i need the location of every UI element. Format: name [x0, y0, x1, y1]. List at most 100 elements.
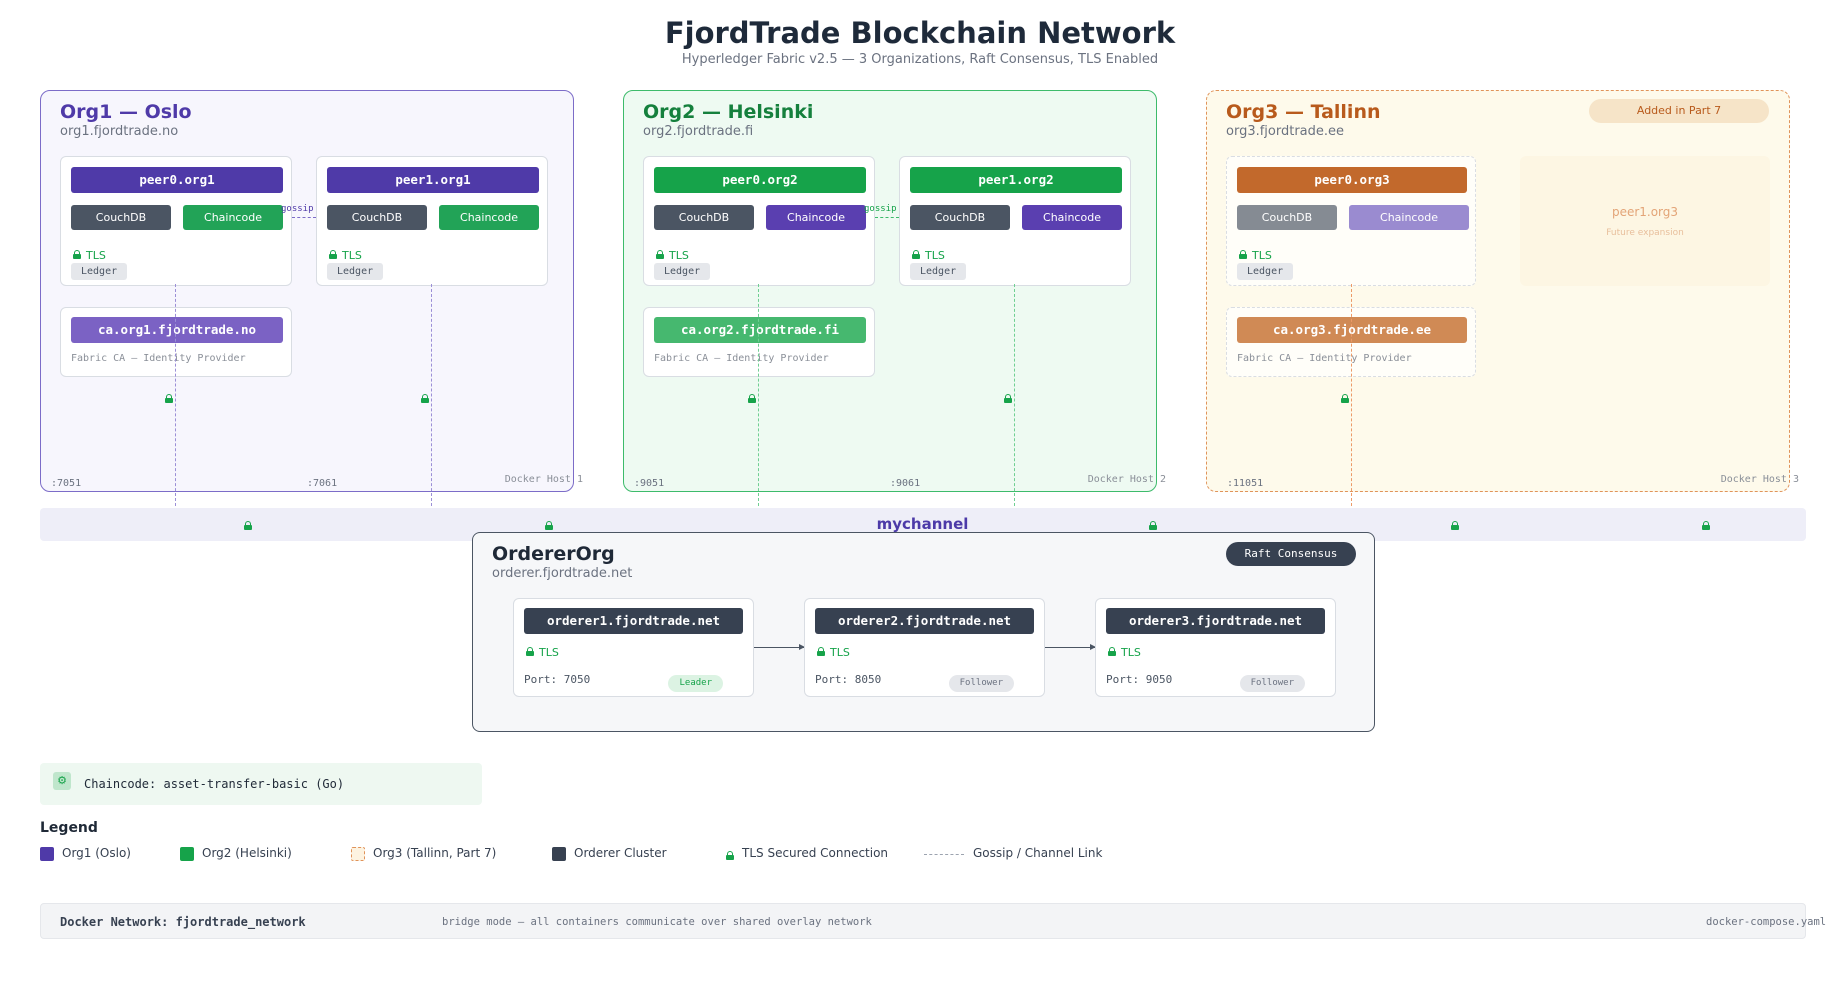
- channel-name: mychannel: [876, 515, 969, 533]
- port-label: :9061: [890, 478, 921, 489]
- legend-dashed-line: [924, 854, 964, 855]
- lock-icon: [1702, 521, 1710, 530]
- port-label: :7051: [51, 478, 82, 489]
- couchdb-chip: CouchDB: [327, 205, 427, 230]
- future-peer-name: peer1.org3: [1611, 205, 1679, 219]
- docker-network-bar: Docker Network: fjordtrade_network bridg…: [40, 903, 1806, 939]
- org2-name: Org2 — Helsinki: [643, 101, 814, 123]
- tls-indicator: TLS: [656, 249, 689, 262]
- couchdb-chip: CouchDB: [1237, 205, 1337, 230]
- peer0-org1-card[interactable]: peer0.org1 CouchDB Chaincode TLS Ledger: [60, 156, 292, 286]
- peer1-org1-card[interactable]: peer1.org1 CouchDB Chaincode TLS Ledger: [316, 156, 548, 286]
- gossip-link: [875, 217, 899, 218]
- orderer-org-name: OrdererOrg: [492, 543, 615, 565]
- ledger-badge: Ledger: [327, 263, 384, 280]
- raft-link-arrow: [1045, 647, 1095, 648]
- tls-indicator: TLS: [817, 646, 850, 659]
- lock-icon: [1004, 394, 1012, 403]
- org3-name: Org3 — Tallinn: [1226, 101, 1381, 123]
- lock-icon: [1239, 250, 1247, 259]
- tls-indicator: TLS: [526, 646, 559, 659]
- orderer-name: orderer3.fjordtrade.net: [1106, 608, 1325, 634]
- peer-name: peer0.org2: [654, 167, 866, 193]
- gossip-label: gossip: [864, 204, 897, 214]
- lock-icon: [912, 250, 920, 259]
- chaincode-chip: Chaincode: [439, 205, 539, 230]
- legend-title: Legend: [40, 820, 98, 836]
- ca-org1-card[interactable]: ca.org1.fjordtrade.no Fabric CA — Identi…: [60, 307, 292, 377]
- org2-box: Org2 — Helsinki org2.fjordtrade.fi peer0…: [623, 90, 1166, 492]
- orderer2-card[interactable]: orderer2.fjordtrade.net TLS Port: 8050 F…: [804, 598, 1045, 697]
- lock-icon: [726, 851, 734, 860]
- couchdb-chip: CouchDB: [71, 205, 171, 230]
- future-peer-placeholder: peer1.org3 Future expansion: [1520, 156, 1770, 286]
- channel-link: [175, 284, 176, 506]
- tls-indicator: TLS: [1108, 646, 1141, 659]
- lock-icon: [329, 250, 337, 259]
- gear-icon: ⚙: [53, 772, 71, 790]
- orderer-port: Port: 8050: [815, 673, 882, 686]
- org1-name: Org1 — Oslo: [60, 101, 192, 123]
- legend-swatch-org2: [180, 847, 194, 861]
- peer-name: peer1.org2: [910, 167, 1122, 193]
- peer0-org3-card[interactable]: peer0.org3 CouchDB Chaincode TLS Ledger: [1226, 156, 1476, 286]
- channel-link: [1014, 284, 1015, 506]
- tls-indicator: TLS: [329, 249, 362, 262]
- channel-link: [758, 284, 759, 506]
- gossip-label: gossip: [281, 204, 314, 214]
- role-badge: Follower: [1239, 675, 1305, 692]
- org1-box: Org1 — Oslo org1.fjordtrade.no peer0.org…: [40, 90, 583, 492]
- chaincode-chip: Chaincode: [1349, 205, 1469, 230]
- orderer-name: orderer2.fjordtrade.net: [815, 608, 1034, 634]
- lock-icon: [1108, 647, 1116, 656]
- orderer-org-domain: orderer.fjordtrade.net: [492, 566, 633, 581]
- peer0-org2-card[interactable]: peer0.org2 CouchDB Chaincode TLS Ledger: [643, 156, 875, 286]
- compose-file-label: docker-compose.yaml: [1706, 916, 1827, 928]
- lock-icon: [748, 394, 756, 403]
- lock-icon: [545, 521, 553, 530]
- network-name: Docker Network: fjordtrade_network: [60, 915, 306, 929]
- channel-link: [1351, 284, 1352, 506]
- org3-box: Org3 — Tallinn org3.fjordtrade.ee Added …: [1206, 90, 1799, 492]
- legend-swatch-org1: [40, 847, 54, 861]
- docker-host-label: Docker Host 3: [1720, 474, 1799, 485]
- ledger-badge: Ledger: [654, 263, 711, 280]
- port-label: :11051: [1227, 478, 1264, 489]
- peer-name: peer0.org3: [1237, 167, 1467, 193]
- tls-indicator: TLS: [73, 249, 106, 262]
- port-label: :9051: [634, 478, 665, 489]
- orderer-port: Port: 7050: [524, 673, 591, 686]
- ledger-badge: Ledger: [71, 263, 128, 280]
- role-badge: Leader: [668, 675, 723, 692]
- peer-name: peer0.org1: [71, 167, 283, 193]
- ca-name: ca.org3.fjordtrade.ee: [1237, 317, 1467, 343]
- future-peer-note: Future expansion: [1606, 228, 1684, 238]
- lock-icon: [1341, 394, 1349, 403]
- ca-org2-card[interactable]: ca.org2.fjordtrade.fi Fabric CA — Identi…: [643, 307, 875, 377]
- tls-indicator: TLS: [912, 249, 945, 262]
- lock-icon: [1149, 521, 1157, 530]
- lock-icon: [421, 394, 429, 403]
- port-label: :7061: [307, 478, 338, 489]
- lock-icon: [526, 647, 534, 656]
- peer-name: peer1.org1: [327, 167, 539, 193]
- legend-label: TLS Secured Connection: [742, 846, 889, 860]
- page-title: FjordTrade Blockchain Network: [664, 16, 1176, 50]
- lock-icon: [656, 250, 664, 259]
- chaincode-info-box: ⚙ Chaincode: asset-transfer-basic (Go): [40, 763, 482, 805]
- raft-link-arrow: [754, 647, 804, 648]
- docker-host-label: Docker Host 1: [504, 474, 583, 485]
- ledger-badge: Ledger: [910, 263, 967, 280]
- orderer3-card[interactable]: orderer3.fjordtrade.net TLS Port: 9050 F…: [1095, 598, 1336, 697]
- peer1-org2-card[interactable]: peer1.org2 CouchDB Chaincode TLS Ledger: [899, 156, 1131, 286]
- role-badge: Follower: [948, 675, 1014, 692]
- couchdb-chip: CouchDB: [910, 205, 1010, 230]
- legend-label: Orderer Cluster: [574, 846, 667, 860]
- page-subtitle: Hyperledger Fabric v2.5 — 3 Organization…: [681, 52, 1159, 67]
- tls-indicator: TLS: [1239, 249, 1272, 262]
- network-mode: bridge mode — all containers communicate…: [442, 916, 872, 928]
- chaincode-label: Chaincode: asset-transfer-basic (Go): [84, 777, 345, 791]
- ca-description: Fabric CA — Identity Provider: [1237, 353, 1412, 364]
- orderer1-card[interactable]: orderer1.fjordtrade.net TLS Port: 7050 L…: [513, 598, 754, 697]
- ca-description: Fabric CA — Identity Provider: [71, 353, 246, 364]
